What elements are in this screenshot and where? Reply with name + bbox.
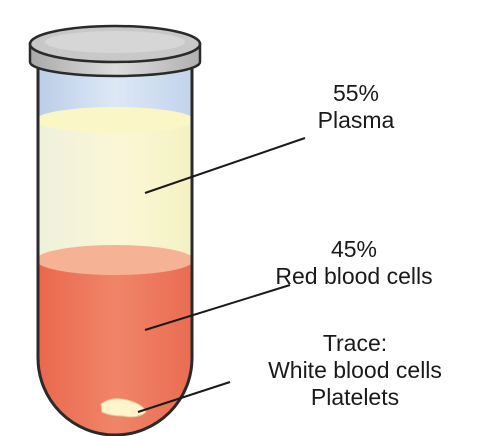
- tube-cap: [30, 26, 200, 76]
- plasma-name: Plasma: [286, 107, 426, 134]
- red-cell-surface: [36, 245, 194, 275]
- plasma-percent: 55%: [286, 80, 426, 107]
- red-cells-label: 45% Red blood cells: [234, 236, 474, 290]
- tube-body: [30, 55, 200, 436]
- plasma-surface: [36, 107, 194, 133]
- trace-heading: Trace:: [226, 330, 484, 357]
- plasma-layer: [30, 118, 200, 260]
- plasma-label: 55% Plasma: [286, 80, 426, 134]
- platelets-name: Platelets: [226, 384, 484, 411]
- red-cells-percent: 45%: [234, 236, 474, 263]
- trace-label: Trace: White blood cells Platelets: [226, 330, 484, 411]
- white-cells-name: White blood cells: [226, 357, 484, 384]
- red-cells-name: Red blood cells: [234, 263, 474, 290]
